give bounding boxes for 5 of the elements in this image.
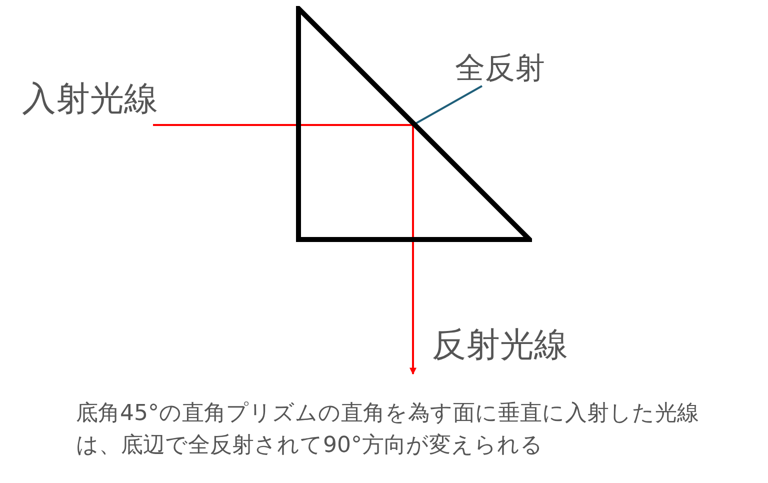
callout-label: 全反射 (455, 54, 545, 84)
ray-label: 入射光線 (22, 82, 158, 116)
light-ray-arrow (410, 125, 416, 375)
caption: 底角45°の直角プリズムの直角を為す面に垂直に入射した光線は、底辺で全反射されて90°方向が変えられる (76, 400, 700, 460)
ray-label: 反射光線 (432, 328, 568, 362)
